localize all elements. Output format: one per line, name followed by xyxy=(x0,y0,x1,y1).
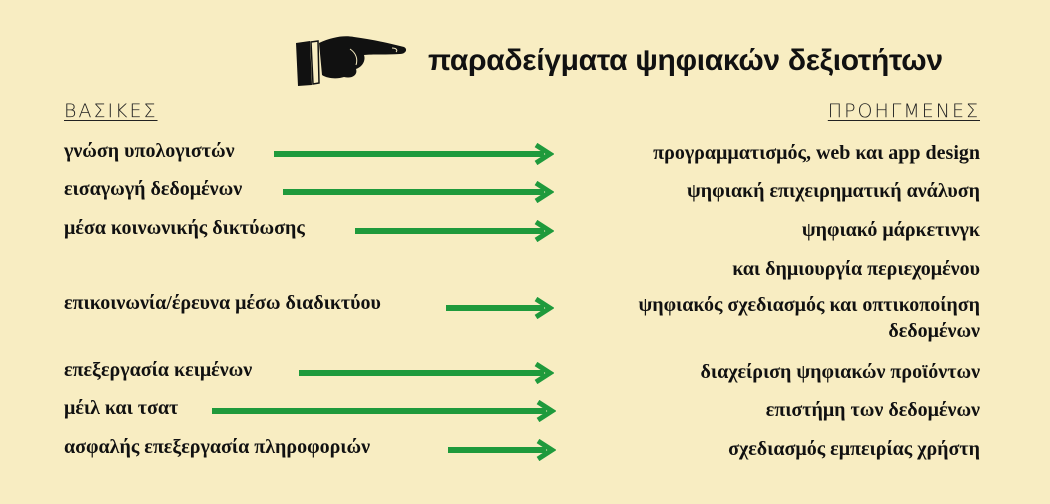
skill-row: εισαγωγή δεδομένων ψηφιακή επιχειρηματικ… xyxy=(0,178,1050,208)
advanced-skill: επιστήμη των δεδομένων xyxy=(765,399,980,421)
advanced-skill-line2: και δημιουργία περιεχομένου xyxy=(732,258,980,280)
arrow-right-icon xyxy=(212,400,556,422)
arrow-right-icon xyxy=(448,439,556,461)
skill-row: μέσα κοινωνικής δικτύωσης ψηφιακό μάρκετ… xyxy=(0,217,1050,247)
advanced-skill: ψηφιακό μάρκετινγκ xyxy=(801,219,980,241)
basic-skill: γνώση υπολογιστών xyxy=(64,140,235,162)
skill-row: γνώση υπολογιστών προγραμματισμός, web κ… xyxy=(0,140,1050,170)
advanced-skill: σχεδιασμός εμπειρίας χρήστη xyxy=(728,438,980,460)
skill-row-continuation: και δημιουργία περιεχομένου xyxy=(0,256,1050,286)
advanced-skill-line2: δεδομένων xyxy=(888,320,980,342)
arrow-right-icon xyxy=(355,220,554,242)
page-title: παραδείγματα ψηφιακών δεξιοτήτων xyxy=(428,44,943,77)
pointing-hand-icon xyxy=(296,36,407,86)
advanced-skill: προγραμματισμός, web και app design xyxy=(653,142,980,164)
arrow-right-icon xyxy=(283,181,554,203)
skill-row: επεξεργασία κειμένων διαχείριση ψηφιακών… xyxy=(0,359,1050,389)
arrow-right-icon xyxy=(299,362,554,384)
arrow-right-icon xyxy=(446,297,554,319)
arrow-right-icon xyxy=(274,143,554,165)
skill-row: ασφαλής επεξεργασία πληροφοριών σχεδιασμ… xyxy=(0,436,1050,466)
header xyxy=(292,28,410,90)
advanced-column-heading: ΠΡΟΗΓΜΕΝΕΣ xyxy=(827,100,980,122)
basic-skill: επεξεργασία κειμένων xyxy=(64,359,253,381)
skill-row: επικοινωνία/έρευνα μέσω διαδικτύου ψηφια… xyxy=(0,292,1050,344)
advanced-skill: διαχείριση ψηφιακών προϊόντων xyxy=(700,361,980,383)
basic-column-heading: ΒΑΣΙΚΕΣ xyxy=(64,100,158,122)
basic-skill: μέσα κοινωνικής δικτύωσης xyxy=(64,217,305,239)
basic-skill: επικοινωνία/έρευνα μέσω διαδικτύου xyxy=(64,292,381,314)
basic-skill: ασφαλής επεξεργασία πληροφοριών xyxy=(64,436,371,458)
skill-row: μέιλ και τσατ επιστήμη των δεδομένων xyxy=(0,397,1050,427)
advanced-skill: ψηφιακή επιχειρηματική ανάλυση xyxy=(687,180,980,202)
advanced-skill: ψηφιακός σχεδιασμός και οπτικοποίηση δεδ… xyxy=(638,292,980,344)
advanced-skill-line1: ψηφιακός σχεδιασμός και οπτικοποίηση xyxy=(638,294,980,316)
basic-skill: μέιλ και τσατ xyxy=(64,397,179,419)
basic-skill: εισαγωγή δεδομένων xyxy=(64,178,243,200)
